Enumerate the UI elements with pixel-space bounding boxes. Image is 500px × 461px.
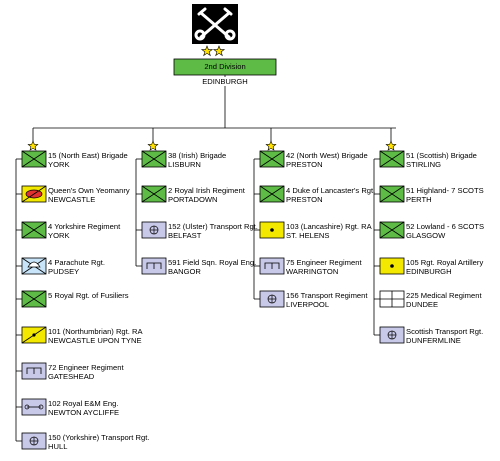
unit-symbol-engineers (141, 257, 167, 275)
unit-location: ST. HELENS (286, 231, 330, 240)
unit-location: NEWCASTLE (48, 195, 96, 204)
unit-symbol-infantry (21, 290, 47, 308)
unit-name: 4 Parachute Rgt. (48, 258, 105, 267)
unit-symbol-artillery-dot (259, 221, 285, 239)
unit-location: NEWCASTLE UPON TYNE (48, 336, 142, 345)
unit-name: Queen's Own Yeomanry (48, 186, 130, 195)
unit-location: PUDSEY (48, 267, 80, 276)
unit-name: 102 Royal E&M Eng. (48, 399, 119, 408)
unit-name: 51 Highland- 7 SCOTS (406, 186, 484, 195)
unit-location: GATESHEAD (48, 372, 95, 381)
unit-symbol-reme (21, 398, 47, 416)
unit-location: HULL (48, 442, 68, 451)
brigade-name: 15 (North East) Brigade (48, 151, 128, 160)
unit-symbol-transport (259, 290, 285, 308)
brigade-location: PRESTON (286, 160, 323, 169)
unit-symbol-artillery (21, 326, 47, 344)
brigade-star-icon (147, 140, 159, 151)
unit-symbol-infantry (21, 221, 47, 239)
unit-location: DUNFERMLINE (406, 336, 461, 345)
unit-symbol-infantry (141, 185, 167, 203)
unit-symbol-parachute-infantry (21, 257, 47, 275)
unit-symbol-armoured-recce (21, 185, 47, 203)
unit-symbol-infantry (379, 185, 405, 203)
unit-name: 75 Engineer Regiment (286, 258, 362, 267)
unit-symbol-infantry (259, 185, 285, 203)
unit-name: 101 (Northumbrian) Rgt. RA (48, 327, 143, 336)
division-name: 2nd Division (204, 62, 246, 71)
brigade-star-icon (265, 140, 277, 151)
unit-symbol-engineers (259, 257, 285, 275)
unit-location: BELFAST (168, 231, 202, 240)
unit-name: 152 (Ulster) Transport Rgt. (168, 222, 258, 231)
brigade-location: YORK (48, 160, 70, 169)
two-stars-icon (200, 45, 226, 57)
unit-location: PRESTON (286, 195, 323, 204)
unit-name: 156 Transport Regiment (286, 291, 368, 300)
unit-name: 2 Royal Irish Regiment (168, 186, 245, 195)
unit-name: 72 Engineer Regiment (48, 363, 124, 372)
brigade-name: 51 (Scottish) Brigade (406, 151, 477, 160)
unit-name: 5 Royal Rgt. of Fusiliers (48, 291, 129, 300)
brigade-star-icon (27, 140, 39, 151)
unit-name: 150 (Yorkshire) Transport Rgt. (48, 433, 150, 442)
brigade-star-icon (385, 140, 397, 151)
unit-symbol-medical (379, 290, 405, 308)
unit-symbol-transport (21, 432, 47, 450)
unit-location: BANGOR (168, 267, 201, 276)
unit-location: WARRINGTON (286, 267, 339, 276)
unit-name: 105 Rgt. Royal Artillery (406, 258, 484, 267)
unit-name: Scottish Transport Rgt. (406, 327, 484, 336)
unit-location: NEWTON AYCLIFFE (48, 408, 120, 417)
unit-symbol-engineers (21, 362, 47, 380)
unit-location: EDINBURGH (406, 267, 452, 276)
brigade-name: 42 (North West) Brigade (286, 151, 368, 160)
division-location: EDINBURGH (202, 77, 248, 86)
unit-name: 4 Yorkshire Regiment (48, 222, 121, 231)
unit-location: DUNDEE (406, 300, 439, 309)
division-badge (192, 4, 238, 44)
unit-location: LIVERPOOL (286, 300, 330, 309)
unit-symbol-transport (141, 221, 167, 239)
unit-name: 591 Field Sqn. Royal Eng. (168, 258, 257, 267)
unit-location: YORK (48, 231, 70, 240)
unit-location: PORTADOWN (168, 195, 218, 204)
unit-location: GLASGOW (406, 231, 446, 240)
unit-name: 52 Lowland - 6 SCOTS (406, 222, 485, 231)
brigade-name: 38 (Irish) Brigade (168, 151, 227, 160)
unit-symbol-infantry (379, 221, 405, 239)
unit-location: PERTH (406, 195, 432, 204)
unit-symbol-transport (379, 326, 405, 344)
unit-name: 4 Duke of Lancaster's Rgt. (286, 186, 376, 195)
unit-name: 225 Medical Regiment (406, 291, 482, 300)
unit-name: 103 (Lancashire) Rgt. RA (286, 222, 372, 231)
unit-symbol-artillery-dot (379, 257, 405, 275)
brigade-location: STIRLING (406, 160, 442, 169)
brigade-location: LISBURN (168, 160, 201, 169)
